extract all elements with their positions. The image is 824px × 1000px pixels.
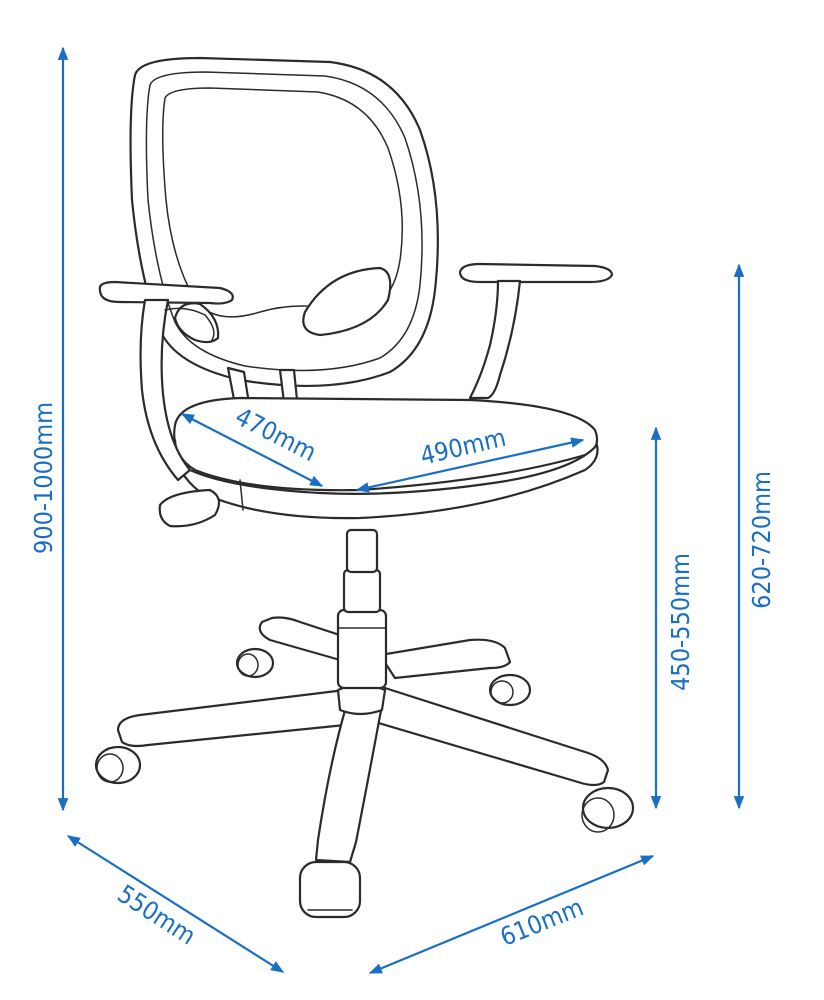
chair-backrest: [129, 56, 439, 412]
chair-base: [116, 616, 610, 864]
caster-front: [298, 860, 362, 919]
seat-width-line: [355, 437, 585, 493]
armrest-left: [98, 280, 234, 482]
caster-right: [581, 786, 635, 833]
base-depth-label: 550mm: [112, 879, 201, 951]
chair-seat: [158, 396, 599, 528]
chair-casters: [94, 647, 635, 919]
caster-back-right: [488, 673, 532, 707]
caster-back-left: [235, 647, 275, 679]
caster-left: [94, 745, 142, 785]
base-depth-line: [66, 835, 285, 973]
overall-height-label: 900-1000mm: [29, 402, 58, 554]
gas-lift: [336, 528, 388, 690]
arm-height-label: 620-720mm: [747, 471, 776, 609]
seat-depth-line: [180, 413, 324, 487]
seat-height-label: 450-550mm: [666, 553, 695, 691]
dimension-lines: [57, 46, 745, 975]
armrest-right: [458, 262, 614, 400]
base-width-line: [368, 854, 655, 975]
